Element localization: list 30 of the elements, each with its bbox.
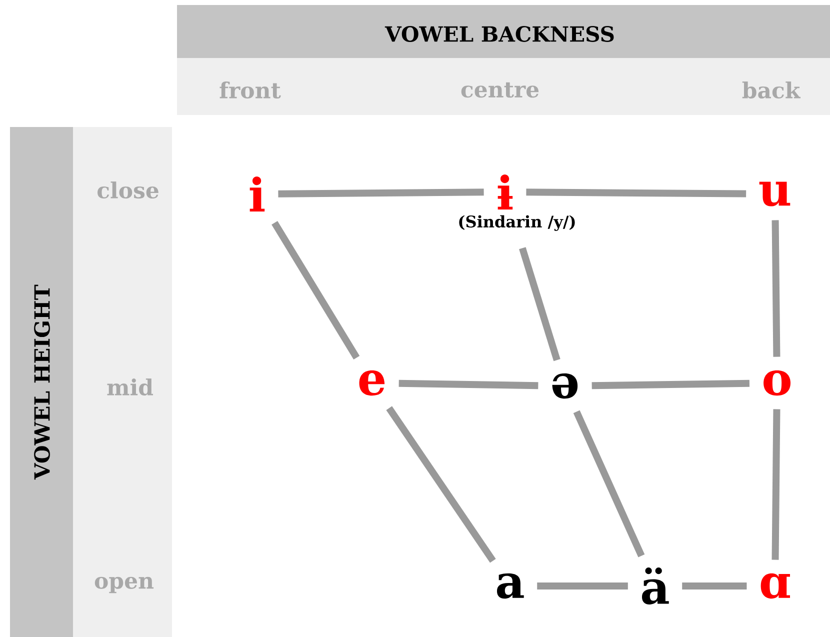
- vowel-symbol: ɨ: [498, 174, 513, 210]
- connector-line: [682, 582, 747, 590]
- axis-heading: VOWEL HEIGHT: [34, 284, 50, 480]
- connector-line: [386, 406, 496, 563]
- vowel-symbol: ä: [642, 568, 669, 604]
- connector-line: [772, 220, 780, 357]
- column-label: centre: [461, 82, 539, 98]
- vowel-symbol: o: [764, 370, 790, 396]
- vowel-note: (Sindarin /y/): [459, 215, 575, 231]
- vowel-symbol: a: [496, 573, 524, 599]
- vowel-symbol: ɑ: [760, 573, 790, 599]
- column-label: back: [742, 81, 801, 99]
- connector-line: [537, 582, 628, 590]
- row-label: open: [94, 576, 154, 594]
- vowel-symbol: i: [250, 176, 265, 212]
- connector-line: [573, 410, 645, 558]
- row-label: close: [98, 181, 158, 199]
- connector-line: [772, 409, 780, 560]
- connector-line: [278, 188, 484, 198]
- connector-line: [272, 220, 360, 360]
- connector-line: [398, 380, 538, 390]
- vowel-symbol: e: [359, 370, 385, 396]
- column-label: front: [220, 81, 281, 99]
- vowel-symbol: u: [759, 182, 790, 206]
- connector-line: [519, 247, 560, 362]
- connector-line: [526, 188, 746, 198]
- row-label: mid: [107, 378, 153, 396]
- vowel-symbol: ə: [552, 373, 578, 399]
- axis-heading: VOWEL BACKNESS: [384, 26, 614, 42]
- connector-line: [592, 380, 750, 390]
